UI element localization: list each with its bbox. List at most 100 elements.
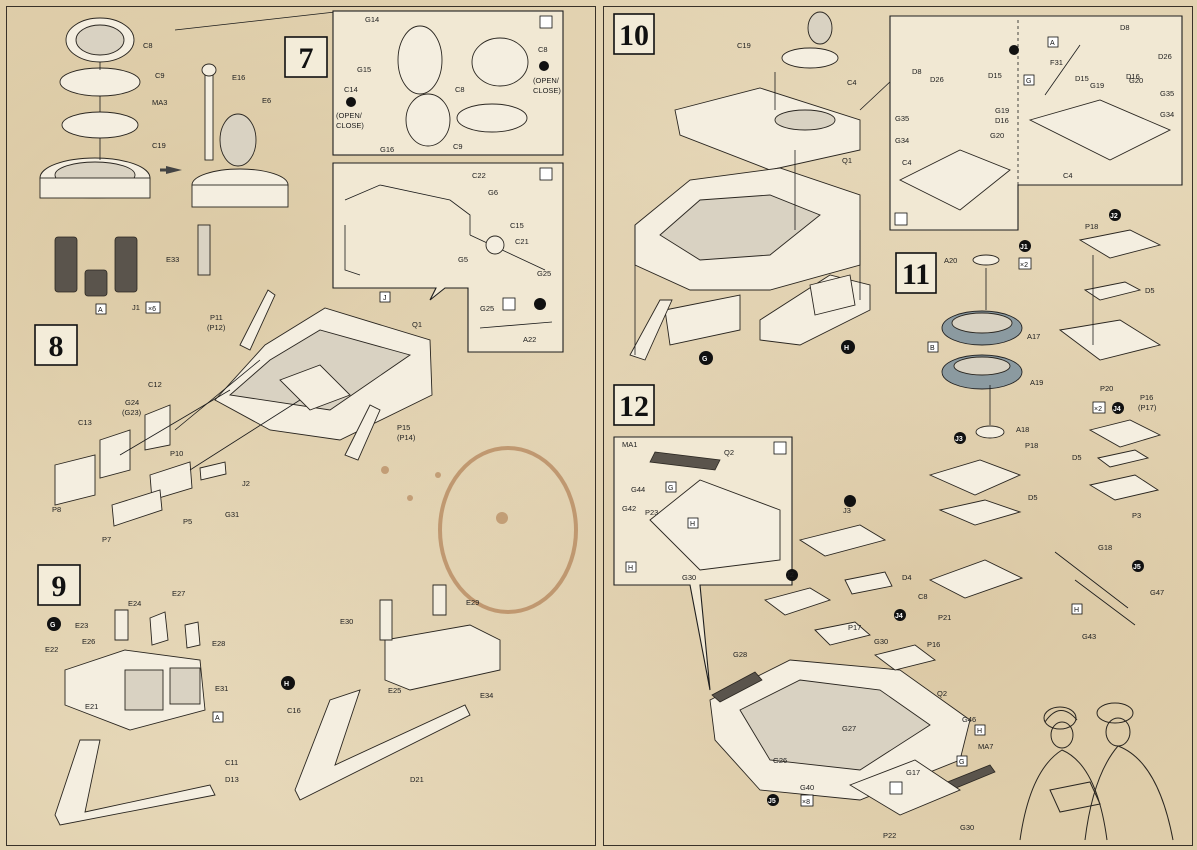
cover-p18-part: [1078, 229, 1162, 259]
svg-text:×2: ×2: [1094, 406, 1102, 413]
plate-p7-part: [111, 489, 163, 527]
svg-text:A20: A20: [944, 256, 957, 265]
svg-text:E23: E23: [75, 621, 88, 630]
wheel-a17-part: [941, 310, 1023, 346]
svg-text:H: H: [628, 565, 633, 572]
svg-text:G: G: [702, 356, 708, 363]
svg-text:C21: C21: [515, 237, 529, 246]
svg-text:G20: G20: [990, 131, 1004, 140]
svg-text:(P14): (P14): [397, 433, 416, 442]
svg-text:P20: P20: [1100, 384, 1113, 393]
part-tree-j4-badge: J4: [1112, 402, 1124, 414]
svg-text:12: 12: [619, 390, 649, 423]
svg-text:G: G: [1026, 78, 1031, 85]
callout-hatch-detail: [332, 10, 564, 156]
plate-p20-part: [1058, 319, 1162, 361]
coffee-ring-stain: [438, 446, 578, 614]
svg-text:E28: E28: [212, 639, 225, 648]
svg-text:C19: C19: [152, 141, 166, 150]
svg-text:P16: P16: [927, 640, 940, 649]
svg-text:G26: G26: [773, 756, 787, 765]
svg-text:G: G: [50, 622, 56, 629]
stain-dot: [496, 512, 508, 524]
bracket-e27-part: [149, 611, 169, 646]
svg-text:P5: P5: [183, 517, 192, 526]
svg-text:J5: J5: [768, 798, 776, 805]
svg-text:C11: C11: [225, 758, 238, 767]
svg-text:D21: D21: [410, 775, 424, 784]
cupola-c19-installed: [781, 11, 839, 69]
frame-d5-c-part: [938, 499, 1022, 526]
svg-text:C15: C15: [510, 221, 524, 230]
svg-text:7: 7: [299, 42, 314, 75]
cover-p16-part: [1088, 419, 1162, 448]
svg-text:C9: C9: [453, 142, 463, 151]
paint-icon: [773, 441, 787, 455]
svg-text:D5: D5: [1072, 453, 1082, 462]
svg-text:10: 10: [619, 19, 649, 52]
svg-text:H: H: [690, 521, 695, 528]
svg-text:G34: G34: [895, 136, 909, 145]
plate-c12-part: [144, 404, 171, 451]
svg-text:D15: D15: [1075, 74, 1089, 83]
step-11-number: 11: [895, 252, 937, 294]
part-tree-a-tag: A: [1047, 36, 1059, 48]
part-tree-h-tag: H: [625, 561, 637, 573]
svg-text:×8: ×8: [802, 799, 810, 806]
svg-text:(OPEN/: (OPEN/: [336, 111, 363, 120]
svg-text:(P17): (P17): [1138, 403, 1157, 412]
svg-text:×2: ×2: [1020, 262, 1028, 269]
step-12-number: 12: [613, 384, 655, 426]
step-10-number: 10: [613, 13, 655, 55]
svg-text:P22: P22: [883, 831, 896, 840]
svg-text:A: A: [98, 307, 103, 314]
svg-text:E21: E21: [85, 702, 98, 711]
rotate-icon: [534, 298, 546, 310]
grille-ma1-part: [649, 451, 721, 471]
svg-text:×6: ×6: [148, 306, 156, 313]
svg-text:J4: J4: [895, 613, 903, 620]
svg-text:C22: C22: [472, 171, 486, 180]
plate-c13-part: [99, 429, 131, 479]
svg-text:G35: G35: [1160, 89, 1174, 98]
svg-text:A19: A19: [1030, 378, 1043, 387]
multiplier-x6: ×6: [145, 301, 161, 314]
svg-text:G30: G30: [874, 637, 888, 646]
svg-text:P18: P18: [1025, 441, 1038, 450]
right-page: [603, 6, 1193, 846]
svg-text:G20: G20: [1129, 76, 1143, 85]
box-d4-part: [844, 571, 893, 595]
svg-text:(P12): (P12): [207, 323, 226, 332]
part-tree-h-tag: H: [974, 724, 986, 736]
step-9-number: 9: [37, 564, 81, 606]
side-plate-c11-part: [54, 739, 216, 826]
hatch-c8-inner: [405, 93, 451, 147]
svg-text:CLOSE): CLOSE): [533, 86, 561, 95]
svg-text:G: G: [668, 485, 673, 492]
svg-text:G6: G6: [488, 188, 498, 197]
svg-text:C14: C14: [344, 85, 358, 94]
svg-text:J2: J2: [786, 570, 794, 579]
svg-text:J: J: [383, 295, 387, 302]
wheel-a19-part: [941, 354, 1023, 390]
part-tree-a-tag: A: [212, 711, 224, 723]
svg-text:E27: E27: [172, 589, 185, 598]
svg-text:G34: G34: [1160, 110, 1174, 119]
ring-ma3-part: [61, 111, 139, 139]
svg-text:C4: C4: [902, 158, 912, 167]
svg-text:C16: C16: [287, 706, 301, 715]
glue-icon: [502, 297, 516, 311]
stowage-e25-part: [384, 624, 501, 691]
svg-text:G35: G35: [895, 114, 909, 123]
svg-text:P16: P16: [1140, 393, 1153, 402]
cupola-assembled-part: [191, 63, 289, 276]
c4-detail-right: [1028, 99, 1172, 161]
svg-text:C8: C8: [455, 85, 465, 94]
svg-text:C4: C4: [847, 78, 857, 87]
part-tree-a-tag: A: [95, 303, 107, 315]
svg-text:P7: P7: [102, 535, 111, 544]
part-tree-j1-badge: J1: [1019, 240, 1031, 252]
svg-text:C8: C8: [538, 45, 548, 54]
part-tree-j5-badge: J5: [767, 794, 779, 806]
